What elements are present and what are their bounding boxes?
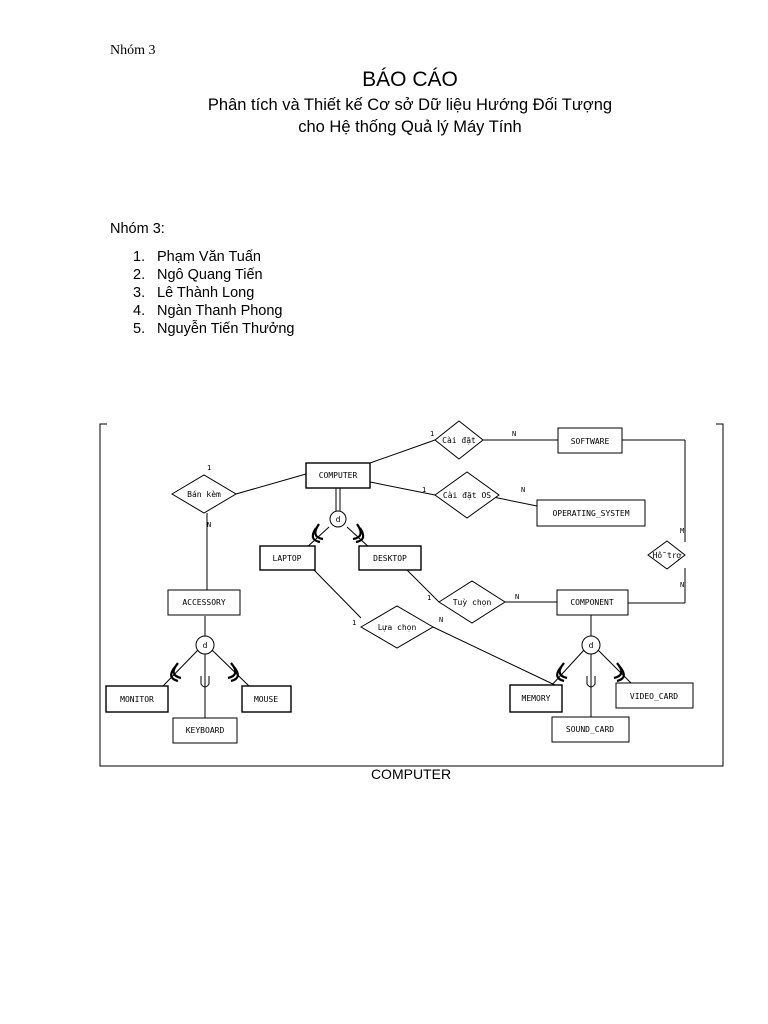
header-group-label: Nhóm 3	[110, 43, 156, 58]
entity-component	[556, 589, 629, 616]
cardinality-label: N	[512, 430, 516, 438]
entity-label: MEMORY	[522, 694, 551, 703]
entity-label: KEYBOARD	[186, 726, 225, 735]
diagram-caption: COMPUTER	[370, 766, 452, 782]
list-item: 2.Ngô Quang Tiến	[133, 267, 263, 283]
entity-video-card	[615, 682, 694, 709]
relationship-label: Cài đặt	[442, 436, 476, 445]
report-subtitle-line2: cho Hệ thống Quả lý Máy Tính	[298, 118, 522, 136]
member-name: Nguyễn Tiến Thưởng	[157, 321, 295, 337]
cardinality-label: N	[207, 521, 211, 529]
relationship-tuy-chon	[438, 580, 506, 624]
relationship-cai-dat	[434, 420, 484, 460]
entity-keyboard	[172, 717, 238, 744]
entity-label: MOUSE	[254, 695, 278, 704]
entity-operating-system	[536, 499, 646, 527]
entity-label: VIDEO_CARD	[630, 692, 678, 701]
cardinality-label: 1	[422, 486, 426, 494]
disjoint-circle	[195, 635, 215, 655]
cardinality-label: M	[680, 527, 684, 535]
member-name: Phạm Văn Tuấn	[157, 249, 261, 265]
disjoint-marker: d	[589, 641, 594, 650]
relationship-label: Hỗ trợ	[653, 550, 682, 560]
entity-mouse	[241, 685, 292, 713]
disjoint-circle	[329, 510, 347, 528]
members-label: Nhóm 3:	[110, 221, 165, 237]
entity-monitor	[105, 685, 169, 713]
report-title: BÁO CÁO	[362, 68, 458, 91]
member-name: Ngô Quang Tiến	[157, 267, 263, 283]
relationship-ho-tro	[647, 540, 686, 570]
cardinality-label: 1	[427, 594, 431, 602]
eer-diagram: d d d COMPUTER SOFTWARE OPERATING_SYSTEM…	[99, 420, 724, 767]
entity-computer	[305, 462, 371, 489]
list-item: 3.Lê Thành Long	[133, 285, 255, 301]
entity-memory	[509, 684, 563, 713]
members-list: 1.Phạm Văn Tuấn 2.Ngô Quang Tiến 3.Lê Th…	[133, 248, 294, 338]
cardinality-label: 1	[207, 464, 211, 472]
relationship-label: Lựa chọn	[378, 623, 417, 632]
entity-software	[557, 427, 623, 454]
diagram-frame	[99, 423, 724, 767]
relationship-label: Tuỳ chọn	[453, 598, 492, 607]
entity-label: LAPTOP	[273, 554, 302, 563]
entity-label: ACCESSORY	[182, 598, 226, 607]
relationship-ban-kem	[171, 474, 237, 514]
member-name: Ngàn Thanh Phong	[157, 303, 283, 319]
entity-accessory	[167, 589, 241, 616]
relationship-lua-chon	[360, 605, 434, 649]
cardinality-label: N	[515, 593, 519, 601]
cardinality-label: N	[439, 616, 443, 624]
disjoint-marker: d	[336, 515, 341, 524]
relationship-label: Bán kèm	[187, 489, 221, 499]
entity-label: COMPONENT	[570, 598, 614, 607]
cardinality-label: N	[680, 581, 684, 589]
relationship-cai-dat-os	[434, 471, 500, 519]
entity-label: MONITOR	[120, 695, 154, 704]
report-subtitle-line1: Phân tích và Thiết kế Cơ sở Dữ liệu Hướn…	[207, 96, 613, 114]
entity-label: COMPUTER	[319, 471, 358, 480]
entity-label: DESKTOP	[373, 554, 407, 563]
entity-sound-card	[551, 716, 630, 743]
disjoint-circle	[581, 635, 601, 655]
list-item: 4.Ngàn Thanh Phong	[133, 303, 283, 319]
list-item: 1.Phạm Văn Tuấn	[133, 249, 261, 265]
cardinality-label: N	[521, 486, 525, 494]
disjoint-marker: d	[203, 641, 208, 650]
member-name: Lê Thành Long	[157, 285, 255, 301]
relationship-label: Cài đặt OS	[443, 491, 491, 500]
entity-label: SOFTWARE	[571, 437, 610, 446]
entity-laptop	[259, 545, 316, 571]
cardinality-label: 1	[352, 619, 356, 627]
list-item: 5.Nguyễn Tiến Thưởng	[133, 321, 295, 337]
entity-desktop	[358, 545, 422, 571]
entity-label: SOUND_CARD	[566, 725, 614, 734]
entity-label: OPERATING_SYSTEM	[552, 509, 629, 518]
cardinality-label: 1	[430, 430, 434, 438]
